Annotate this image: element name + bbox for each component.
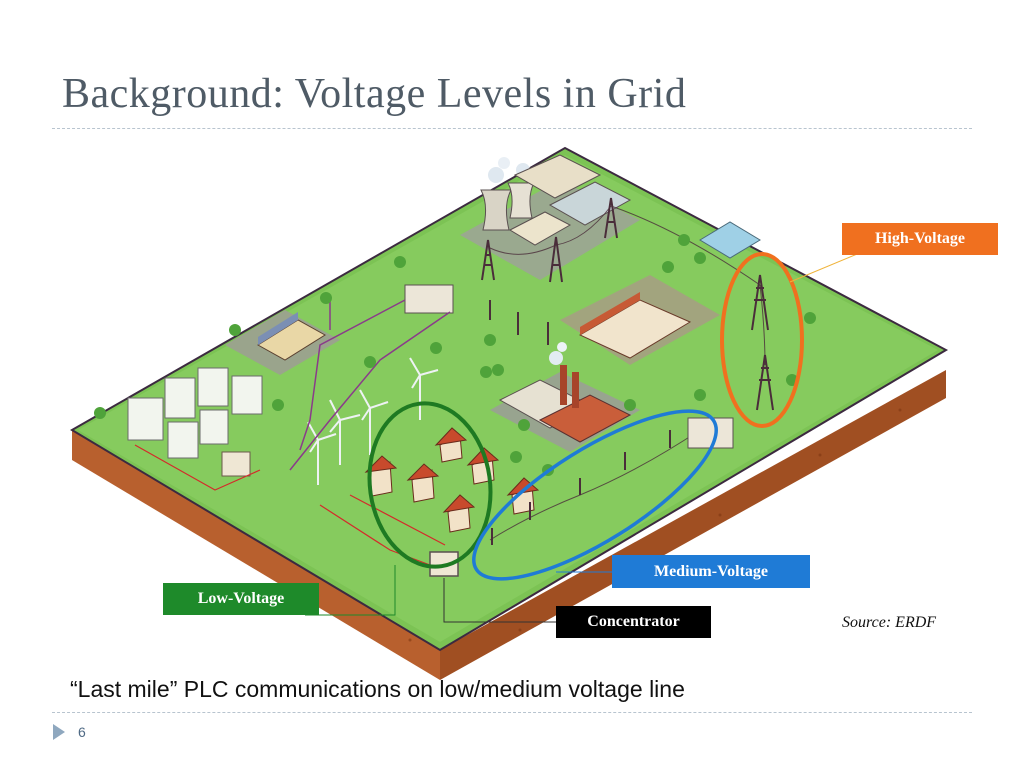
medium-voltage-poles (489, 300, 671, 545)
slide-title: Background: Voltage Levels in Grid (62, 71, 687, 117)
wind-turbines (307, 357, 439, 485)
high-voltage-connector (789, 251, 863, 283)
platform-soil-left (72, 430, 440, 680)
distribution-substation (404, 284, 454, 314)
source-citation: Source: ERDF (842, 614, 937, 631)
trees (94, 234, 816, 476)
low-voltage-highlight (367, 401, 493, 569)
slide-caption: “Last mile” PLC communications on low/me… (70, 676, 685, 702)
medium-voltage-highlight (472, 409, 718, 581)
factory (498, 342, 632, 443)
substation-small (221, 451, 251, 477)
medium-voltage-label: Medium-Voltage (612, 555, 810, 588)
primary-substation (687, 417, 734, 449)
platform-soil-right (440, 370, 946, 680)
low-voltage-connector (305, 565, 396, 616)
high-voltage-highlight (720, 252, 804, 428)
page-number: 6 (78, 724, 86, 740)
hydro-dam (699, 221, 761, 259)
high-voltage-label: High-Voltage (842, 223, 998, 255)
apartment-blocks (127, 367, 263, 459)
low-voltage-label: Low-Voltage (163, 583, 319, 615)
concentrator-label: Concentrator (556, 606, 711, 638)
concentrator-connector (443, 578, 556, 623)
office-building (257, 319, 326, 361)
cooling-towers (480, 157, 535, 231)
footer-divider (52, 712, 972, 713)
slide-arrow-icon (53, 724, 65, 740)
residential-houses (364, 427, 540, 533)
title-divider (52, 128, 972, 129)
